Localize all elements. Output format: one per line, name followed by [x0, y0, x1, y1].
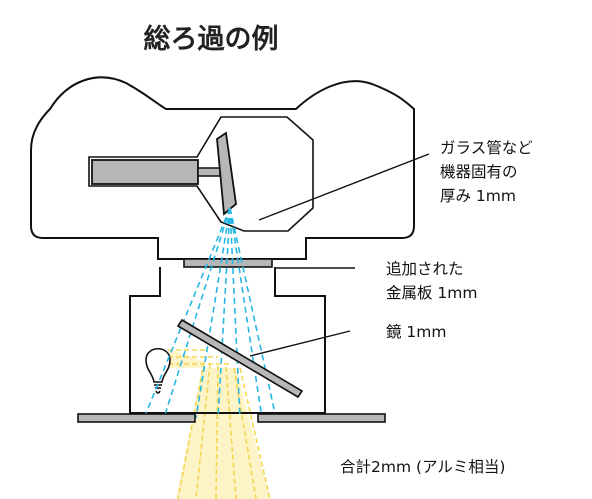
leader-mirror	[249, 330, 351, 357]
label-tube-filtration-line-2: 機器固有の	[440, 163, 518, 181]
light-ray-5	[233, 367, 257, 499]
xray-beam	[143, 207, 277, 419]
cover-plate-left	[77, 413, 196, 423]
label-mirror: 鏡 1mm	[386, 322, 447, 341]
mirror	[176, 318, 304, 399]
light-ray-2	[195, 363, 211, 499]
leader-tube-filtration	[258, 153, 430, 221]
light-bulb-icon	[145, 347, 171, 394]
label-total: 合計2mm (アルミ相当)	[340, 458, 505, 476]
xray-ray-7	[229, 207, 277, 419]
label-added-plate-line-2: 金属板 1mm	[386, 284, 478, 302]
light-ray-6	[239, 367, 271, 499]
label-tube-filtration-line-3: 厚み 1mm	[440, 187, 516, 205]
light-beam	[168, 349, 271, 499]
light-ray-3	[215, 365, 219, 499]
light-ray-1	[177, 361, 205, 499]
added-metal-plate	[183, 258, 273, 268]
xray-ray-1	[143, 207, 231, 419]
xray-ray-2	[163, 207, 231, 419]
cover-plate-right	[257, 413, 386, 423]
cathode-stem	[197, 167, 221, 177]
collimator-housing	[129, 267, 326, 414]
xray-ray-3	[195, 207, 231, 419]
label-added-plate-line-1: 追加された	[386, 260, 464, 278]
light-ray-4	[225, 366, 237, 499]
label-tube-filtration-line-1: ガラス管など	[440, 139, 533, 157]
xray-ray-6	[229, 207, 263, 419]
xray-ray-5	[229, 207, 241, 419]
light-beam-fill	[170, 349, 270, 499]
anode-target	[216, 131, 237, 216]
cathode-block	[91, 159, 199, 185]
diagram-title: 総ろ過の例	[144, 23, 279, 55]
xray-ray-4	[217, 207, 231, 419]
